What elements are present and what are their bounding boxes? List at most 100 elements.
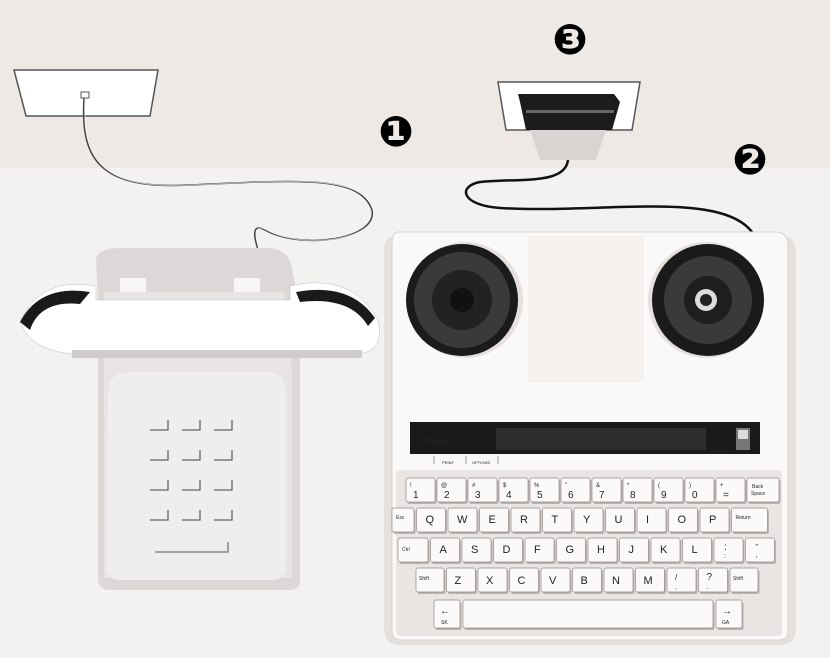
key-label-bottom: 1	[413, 490, 419, 501]
key-row3-8[interactable]: K	[651, 538, 682, 564]
key-label: G	[566, 544, 575, 556]
switch-off-label: OFF	[718, 447, 728, 453]
key-ga[interactable]: →GA	[716, 600, 744, 630]
key-row4-5[interactable]: B	[573, 568, 604, 594]
key-label-top: )	[689, 483, 691, 489]
key-row3-11[interactable]: ",	[746, 538, 777, 564]
key-r[interactable]: R	[511, 508, 542, 534]
key-return[interactable]: Return	[732, 508, 770, 534]
key-q[interactable]: Q	[417, 508, 448, 534]
key-label-bottom: .	[707, 584, 709, 591]
key-label: J	[629, 544, 635, 556]
key-row4-7[interactable]: M	[636, 568, 667, 594]
key-label: U	[615, 514, 623, 526]
key-label-top: Back	[752, 484, 764, 490]
key-row4-9[interactable]: ?.	[699, 568, 730, 594]
acoustic-coupler-right	[648, 242, 764, 358]
key-row3-4[interactable]: F	[525, 538, 556, 564]
switch-on-label: ON	[718, 429, 726, 435]
key-label-bottom: 0	[692, 490, 698, 501]
key-row3-10[interactable]: ::	[714, 538, 745, 564]
key-label-top: %	[534, 483, 540, 489]
key-label: R	[520, 514, 528, 526]
key-row1-2[interactable]: #3	[468, 478, 499, 504]
key-row4-2[interactable]: X	[478, 568, 509, 594]
key-sk[interactable]: ←SK	[434, 600, 462, 630]
key-label-bottom: 4	[506, 490, 512, 501]
key-t[interactable]: T	[543, 508, 574, 534]
space-bar[interactable]	[463, 600, 715, 630]
key-label: N	[612, 575, 620, 587]
key-row1-4[interactable]: %5	[530, 478, 561, 504]
key-label: K	[660, 544, 668, 556]
key-row1-0[interactable]: !1	[406, 478, 437, 504]
key-label-bottom: 2	[444, 490, 450, 501]
key-i[interactable]: I	[637, 508, 668, 534]
key-row4-0[interactable]: Shift	[416, 568, 446, 594]
key-row1-7[interactable]: *8	[623, 478, 654, 504]
key-row1-10[interactable]: +=	[716, 478, 747, 504]
key-row3-9[interactable]: L	[683, 538, 714, 564]
key-row4-6[interactable]: N	[604, 568, 635, 594]
key-row4-8[interactable]: /,	[667, 568, 698, 594]
key-label: S	[471, 544, 478, 556]
key-u[interactable]: U	[606, 508, 637, 534]
key-row3-5[interactable]: G	[557, 538, 588, 564]
signal-light-label: SIGNAL	[462, 434, 477, 439]
key-label: P	[709, 514, 716, 526]
key-row1-3[interactable]: $4	[499, 478, 530, 504]
key-o[interactable]: O	[669, 508, 700, 534]
key-label: V	[549, 575, 557, 587]
key-label: C	[518, 575, 526, 587]
key-label: A	[440, 544, 448, 556]
key-p[interactable]: P	[700, 508, 731, 534]
key-e[interactable]: E	[480, 508, 511, 534]
key-esc[interactable]: Esc	[392, 508, 416, 534]
key-row1-1[interactable]: @2	[437, 478, 468, 504]
key-label: E	[489, 514, 496, 526]
acoustic-coupler-left	[406, 242, 523, 358]
key-row4-10[interactable]: Shift	[730, 568, 760, 594]
key-row3-3[interactable]: D	[494, 538, 525, 564]
key-row4-3[interactable]: C	[510, 568, 541, 594]
key-label: W	[457, 514, 468, 526]
key-row3-2[interactable]: S	[462, 538, 493, 564]
key-label: M	[644, 575, 653, 587]
key-label-bottom: 8	[630, 490, 636, 501]
tty-device: Ultratec SIGNAL POWER ON OFF PRINT OPTIO…	[384, 232, 796, 645]
key-y[interactable]: Y	[574, 508, 605, 534]
callout-1: ❶	[378, 107, 414, 156]
key-row4-1[interactable]: Z	[447, 568, 478, 594]
key-label: Shift	[733, 576, 744, 582]
key-label: T	[552, 514, 559, 526]
key-label: D	[503, 544, 511, 556]
display-screen	[496, 428, 706, 450]
key-row1-6[interactable]: &7	[592, 478, 623, 504]
key-row1-8[interactable]: (9	[654, 478, 685, 504]
phone-wall-jack	[14, 70, 158, 116]
key-row3-1[interactable]: A	[431, 538, 462, 564]
key-row3-7[interactable]: J	[620, 538, 651, 564]
key-label-bottom: Space	[751, 491, 765, 497]
key-row1-5[interactable]: "6	[561, 478, 592, 504]
key-label-bottom: ,	[756, 552, 758, 559]
key-label: L	[692, 544, 698, 556]
key-w[interactable]: W	[448, 508, 479, 534]
key-label: Q	[426, 514, 435, 526]
key-row1-9[interactable]: )0	[685, 478, 716, 504]
key-label-bottom: :	[724, 553, 726, 560]
cradle-left	[120, 278, 146, 292]
key-label: H	[597, 544, 605, 556]
callout-3: ❸	[552, 15, 588, 64]
key-row4-4[interactable]: V	[541, 568, 572, 594]
brand-logo: Ultratec	[424, 438, 450, 445]
key-row3-0[interactable]: Ctrl	[398, 538, 430, 564]
key-label: X	[486, 575, 494, 587]
key-label: Return	[736, 515, 751, 521]
key-row3-6[interactable]: H	[588, 538, 619, 564]
key-label: F	[534, 544, 541, 556]
key-label-top: (	[658, 483, 660, 489]
key-label: GA	[722, 620, 730, 626]
